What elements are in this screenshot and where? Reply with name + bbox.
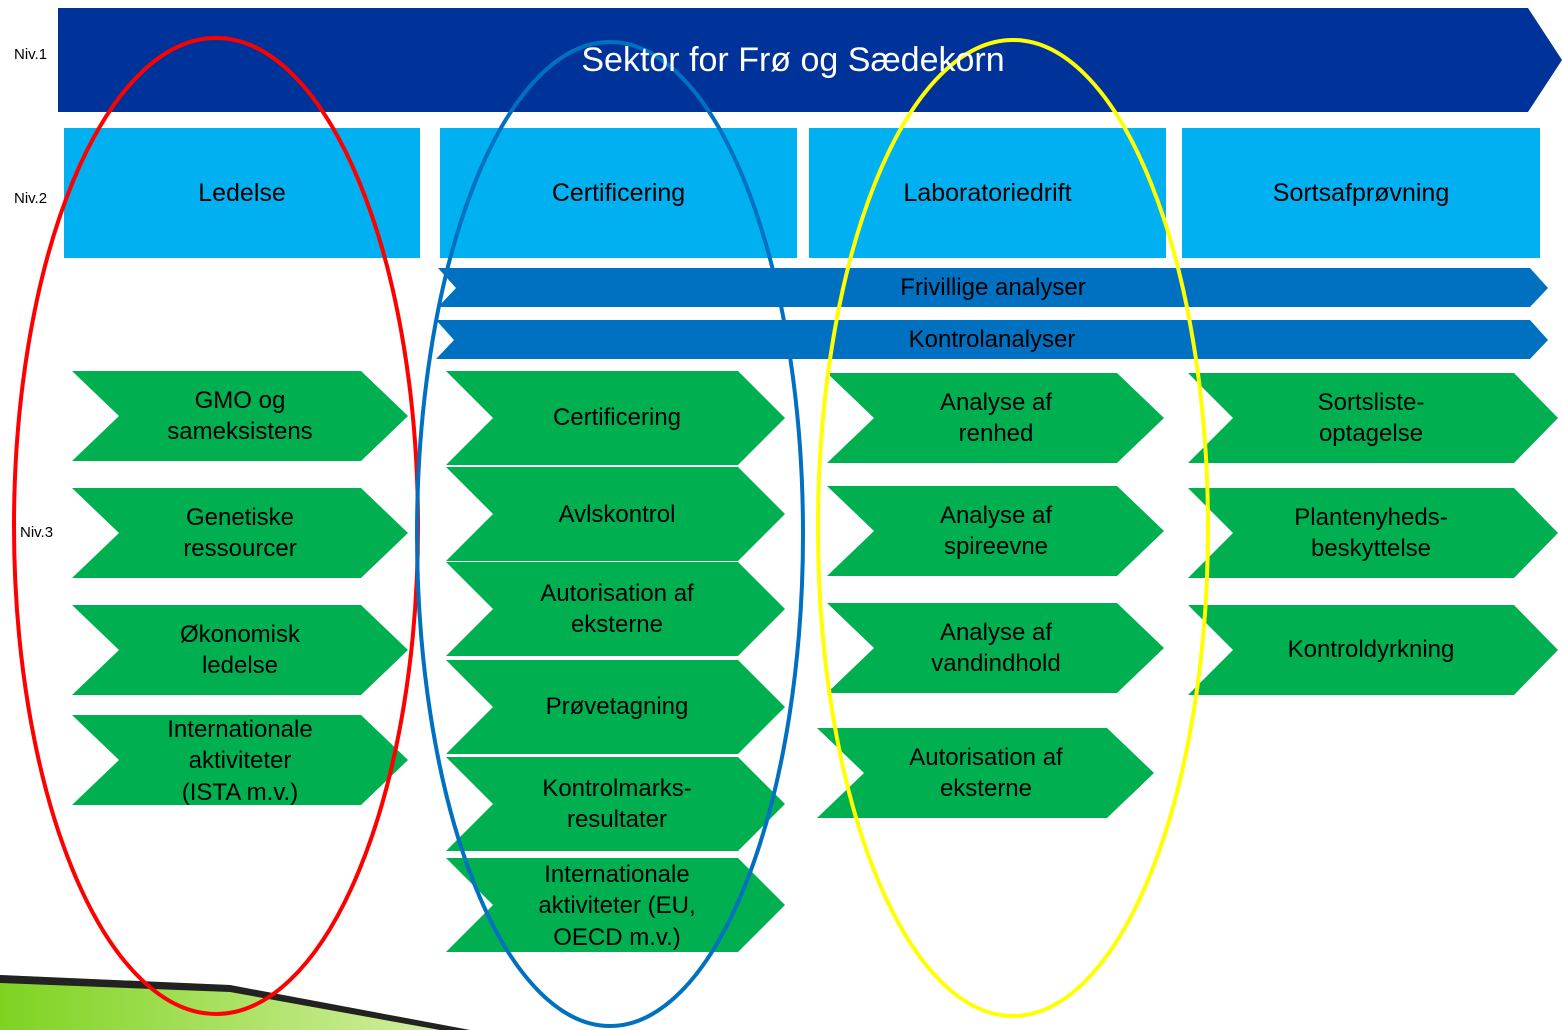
category-ledelse: Ledelse	[198, 178, 286, 207]
item-kontrolmarksresultater: Kontrolmarks- resultater	[542, 774, 692, 833]
bar-label-kontrolanalyser: Kontrolanalyser	[908, 325, 1076, 353]
category-certificering: Certificering	[551, 178, 686, 207]
item-certificering: Certificering	[552, 404, 682, 432]
category-box-laboratoriedrift	[809, 128, 1166, 258]
chevron-kontrolmarksresultater	[446, 757, 785, 851]
level-label-niv3: Niv.3	[20, 524, 54, 541]
level-label-niv1: Niv.1	[14, 46, 48, 63]
item-analyse-renhed: Analyse af renhed	[939, 388, 1053, 447]
item-internationale-eu-oecd: Internationale aktiviteter (EU, OECD m.v…	[538, 861, 696, 951]
item-oekonomisk-ledelse: Økonomisk ledelse	[179, 620, 301, 679]
item-analyse-vandindhold: Analyse af vandindhold	[931, 618, 1061, 677]
chevron-kontroldyrkning	[1188, 605, 1558, 695]
bar-label-frivillige-analyser: Frivillige analyser	[900, 273, 1086, 301]
item-plantenyhedsbeskyttelse: Plantenyheds- beskyttelse	[1294, 503, 1448, 562]
chevron-avlskontrol	[446, 467, 785, 561]
chevron-gmo	[72, 371, 408, 461]
chevron-analyse-renhed	[827, 373, 1164, 463]
item-autorisation-laboratoriedrift: Autorisation af eksterne	[909, 743, 1063, 802]
ellipse-certificering-column	[415, 40, 805, 1028]
chevron-oekonomisk-ledelse	[72, 605, 408, 695]
item-gmo-sameksistens: GMO og sameksistens	[167, 386, 313, 445]
corner-decoration-edge	[0, 975, 470, 1030]
chevron-sortslisteoptagelse	[1188, 373, 1558, 463]
bar-kontrolanalyser	[436, 320, 1548, 359]
category-sortsafproevning: Sortsafprøvning	[1272, 178, 1450, 207]
category-laboratoriedrift: Laboratoriedrift	[903, 178, 1072, 207]
chevron-proevetagning	[446, 660, 785, 754]
ellipse-laboratoriedrift-column	[816, 38, 1210, 1018]
item-kontroldyrkning: Kontroldyrkning	[1287, 636, 1455, 664]
bar-frivillige-analyser	[438, 268, 1548, 307]
chevron-analyse-vandindhold	[827, 603, 1164, 693]
item-genetiske-ressourcer: Genetiske ressourcer	[183, 503, 297, 562]
item-avlskontrol: Avlskontrol	[558, 501, 676, 528]
chevron-certificering	[446, 371, 785, 465]
corner-decoration	[0, 975, 470, 1030]
chevron-autorisation-laboratoriedrift	[817, 728, 1154, 818]
chevron-autorisation-certificering	[446, 562, 785, 656]
category-box-sortsafproevning	[1182, 128, 1540, 258]
category-box-certificering	[440, 128, 797, 258]
chevron-internationale-ista	[72, 715, 408, 805]
chevron-internationale-eu-oecd	[446, 858, 785, 952]
item-internationale-ista: Internationale aktiviteter (ISTA m.v.)	[167, 716, 313, 806]
chevron-plantenyhedsbeskyttelse	[1188, 488, 1558, 578]
item-analyse-spireevne: Analyse af spireevne	[939, 501, 1053, 560]
item-proevetagning: Prøvetagning	[545, 693, 689, 721]
category-box-ledelse	[64, 128, 420, 258]
chevron-analyse-spireevne	[827, 486, 1164, 576]
level-label-niv2: Niv.2	[14, 190, 48, 207]
sector-title: Sektor for Frø og Sædekorn	[581, 40, 1005, 79]
item-sortslisteoptagelse: Sortsliste- optagelse	[1317, 388, 1425, 447]
item-autorisation-certificering: Autorisation af eksterne	[540, 579, 694, 638]
chevron-genetiske-ressourcer	[72, 488, 408, 578]
sector-banner	[58, 8, 1562, 112]
